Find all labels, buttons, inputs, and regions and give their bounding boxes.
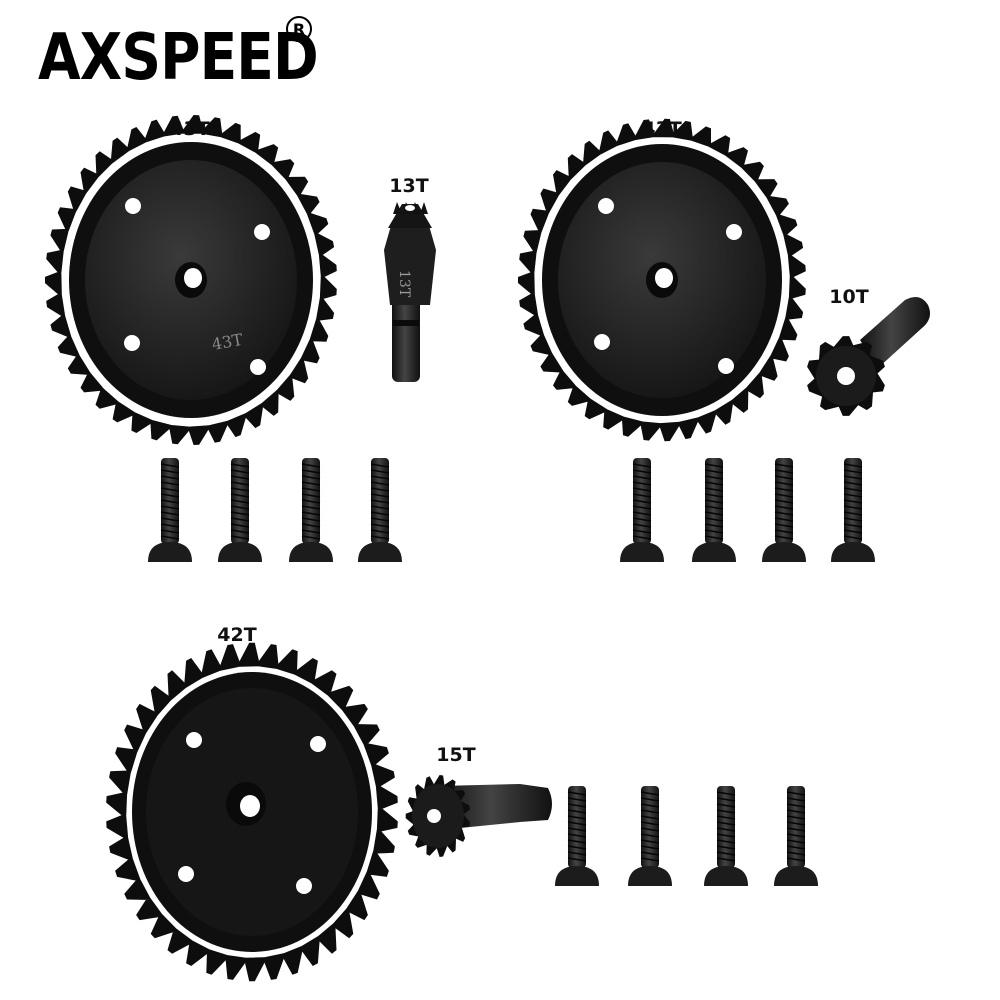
screw [289, 458, 333, 562]
registered-mark: R [286, 16, 312, 42]
kit3-ring-gear [106, 642, 398, 982]
kit3-pinion [405, 775, 552, 857]
screw [218, 458, 262, 562]
screw [774, 786, 818, 886]
kit3-pinion-label: 15T [436, 744, 476, 766]
kit2-pinion-label: 10T [829, 286, 869, 308]
kit3-ring-gear-label: 42T [217, 624, 257, 646]
screw [628, 786, 672, 886]
screw [148, 458, 192, 562]
kit2-ring-gear [518, 118, 806, 442]
screw [620, 458, 664, 562]
brand-logo: AXSPEED [38, 21, 319, 95]
kit1-pinion-engraving: 13T [396, 270, 412, 298]
screw [762, 458, 806, 562]
screw [831, 458, 875, 562]
screw [358, 458, 402, 562]
kit1-ring-gear: 43T [45, 115, 337, 445]
kit2-pinion [807, 296, 930, 416]
screw [704, 786, 748, 886]
kit1-pinion: 13T [384, 202, 436, 382]
screw [555, 786, 599, 886]
kit1-pinion-label: 13T [389, 175, 429, 197]
screw [692, 458, 736, 562]
